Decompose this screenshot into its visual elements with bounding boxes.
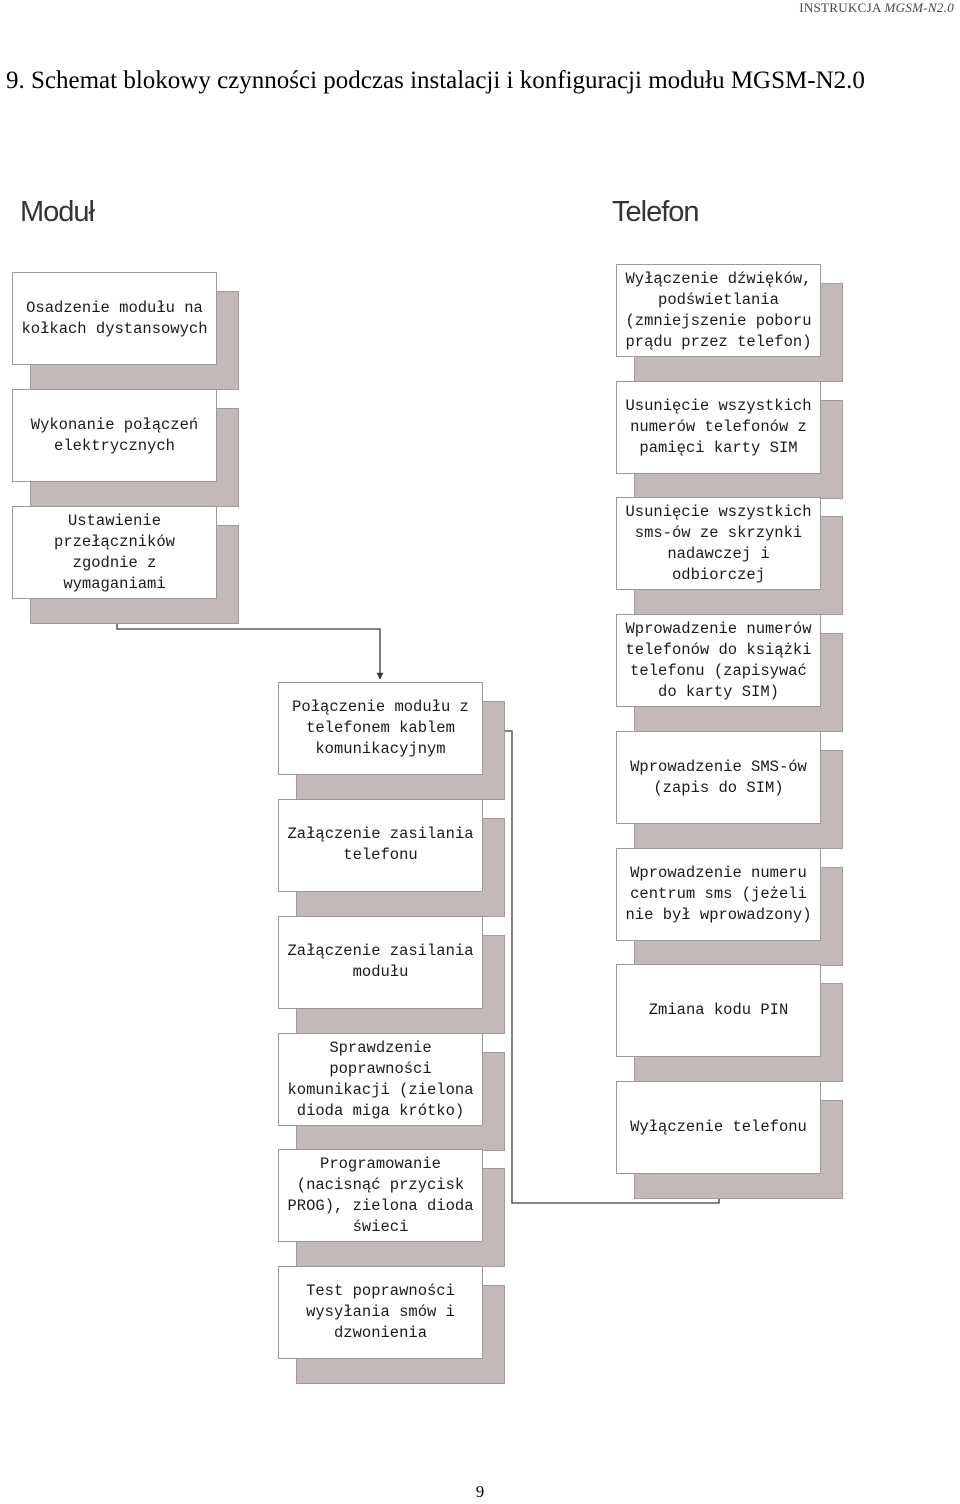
step-label: Załączenie zasilania telefonu xyxy=(278,799,483,892)
header-prefix: INSTRUKCJA xyxy=(799,0,885,15)
step-label: Wprowadzenie numerów telefonów do książk… xyxy=(616,614,821,707)
step-box-telefon-2: Usunięcie wszystkich numerów telefonów z… xyxy=(616,381,843,499)
step-box-center-2: Załączenie zasilania telefonu xyxy=(278,799,505,917)
step-label: Wyłączenie telefonu xyxy=(616,1081,821,1174)
step-label: Wprowadzenie SMS-ów (zapis do SIM) xyxy=(616,731,821,824)
step-box-telefon-6: Wprowadzenie numeru centrum sms (jeżeli … xyxy=(616,848,843,966)
step-label: Programowanie (nacisnąć przycisk PROG), … xyxy=(278,1149,483,1242)
step-label: Wprowadzenie numeru centrum sms (jeżeli … xyxy=(616,848,821,941)
step-label: Usunięcie wszystkich sms-ów ze skrzynki … xyxy=(616,497,821,590)
step-box-telefon-1: Wyłączenie dźwięków, podświetlania (zmni… xyxy=(616,264,843,382)
step-box-center-4: Sprawdzenie poprawności komunikacji (zie… xyxy=(278,1033,505,1151)
step-box-telefon-3: Usunięcie wszystkich sms-ów ze skrzynki … xyxy=(616,497,843,615)
step-box-telefon-8: Wyłączenie telefonu xyxy=(616,1081,843,1199)
step-box-center-3: Załączenie zasilania modułu xyxy=(278,916,505,1034)
step-box-modul-1: Osadzenie modułu na kołkach dystansowych xyxy=(12,272,239,390)
step-box-telefon-5: Wprowadzenie SMS-ów (zapis do SIM) xyxy=(616,731,843,849)
step-label: Zmiana kodu PIN xyxy=(616,964,821,1057)
step-box-modul-3: Ustawienie przełączników zgodnie z wymag… xyxy=(12,506,239,624)
step-box-center-5: Programowanie (nacisnąć przycisk PROG), … xyxy=(278,1149,505,1267)
step-label: Sprawdzenie poprawności komunikacji (zie… xyxy=(278,1033,483,1126)
column-title-telefon: Telefon xyxy=(612,196,700,228)
step-box-center-6: Test poprawności wysyłania smów i dzwoni… xyxy=(278,1266,505,1384)
step-box-telefon-4: Wprowadzenie numerów telefonów do książk… xyxy=(616,614,843,732)
header-model: MGSM-N2.0 xyxy=(884,0,954,15)
step-label: Osadzenie modułu na kołkach dystansowych xyxy=(12,272,217,365)
step-label: Załączenie zasilania modułu xyxy=(278,916,483,1009)
page-number: 9 xyxy=(475,1482,485,1501)
step-label: Ustawienie przełączników zgodnie z wymag… xyxy=(12,506,217,599)
step-label: Usunięcie wszystkich numerów telefonów z… xyxy=(616,381,821,474)
step-box-telefon-7: Zmiana kodu PIN xyxy=(616,964,843,1082)
column-title-modul: Moduł xyxy=(20,196,95,228)
step-box-center-1: Połączenie modułu z telefonem kablem kom… xyxy=(278,682,505,800)
step-label: Test poprawności wysyłania smów i dzwoni… xyxy=(278,1266,483,1359)
step-label: Wykonanie połączeń elektrycznych xyxy=(12,389,217,482)
section-title: 9. Schemat blokowy czynności podczas ins… xyxy=(6,67,865,94)
step-label: Wyłączenie dźwięków, podświetlania (zmni… xyxy=(616,264,821,357)
step-box-modul-2: Wykonanie połączeń elektrycznych xyxy=(12,389,239,507)
running-header: INSTRUKCJA MGSM-N2.0 xyxy=(799,0,954,16)
step-label: Połączenie modułu z telefonem kablem kom… xyxy=(278,682,483,775)
